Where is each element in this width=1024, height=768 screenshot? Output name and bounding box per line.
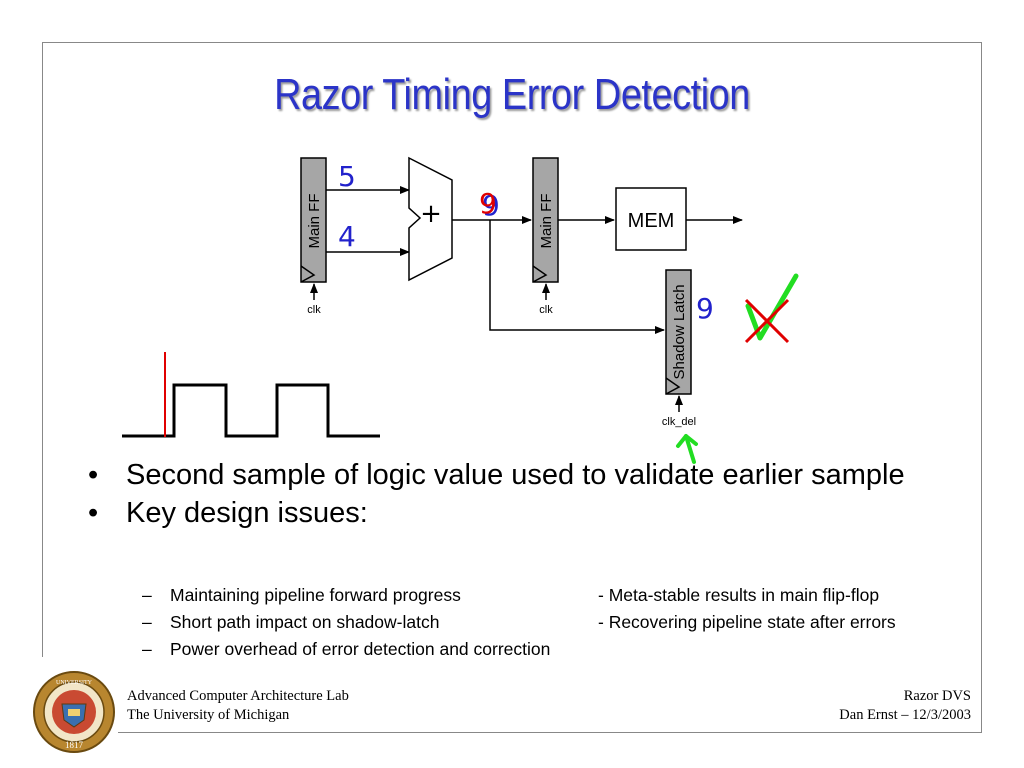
frame-left-line [42,42,43,657]
green-check-mark [745,273,799,341]
mem-block: MEM [615,187,687,251]
sub-item: –Maintaining pipeline forward progress [142,585,461,606]
frame-right-line [981,42,982,732]
bullet-list: • Second sample of logic value used to v… [88,460,948,528]
input-a-value: 5 [338,160,356,193]
bullet-text: Second sample of logic value used to val… [126,459,905,491]
university-seal-logo: UNIVERSITY 1817 [33,671,115,753]
footer-org-line1: Advanced Computer Architecture Lab [127,688,349,704]
sub-dash: – [142,639,152,659]
footer-right-line1: Razor DVS [903,688,971,704]
main-ff-left-label: Main FF [306,193,323,248]
shadow-latch-label: Shadow Latch [671,284,688,379]
green-arrow-icon [676,434,698,464]
bullet-item: • Key design issues: [88,498,948,528]
sub-item: –Power overhead of error detection and c… [142,639,550,660]
sub-dash: – [142,585,152,605]
sub-item-text: Power overhead of error detection and co… [170,639,551,659]
main-ff-right: Main FF [532,157,559,283]
clk-del-label: clk_del [662,416,696,428]
clk-right-label: clk [539,304,553,316]
clock-waveform [122,352,380,438]
adder-block: + [408,156,453,282]
shadow-latch: Shadow Latch [665,269,692,395]
bullet-text: Key design issues: [126,497,368,529]
sub-dash: – [142,612,152,632]
wire-to-shadow [489,220,665,334]
main-ff-left: Main FF [300,157,327,283]
red-x-mark [744,298,790,344]
shadow-value: 9 [696,292,714,325]
clk-left-label: clk [307,304,321,316]
sub-item-right: - Recovering pipeline state after errors [598,612,896,632]
sub-item: –Short path impact on shadow-latch [142,612,439,633]
svg-text:UNIVERSITY: UNIVERSITY [56,680,93,686]
bullet-dot: • [88,459,99,491]
sum-old-value: 9 [482,189,500,222]
footer-line [118,732,982,733]
main-ff-right-label: Main FF [538,193,555,248]
adder-symbol: + [420,199,442,229]
footer-right-line2: Dan Ernst – 12/3/2003 [839,707,971,723]
slide-title: Razor Timing Error Detection [274,70,750,119]
mem-label: MEM [628,210,675,232]
sub-item-right: - Meta-stable results in main flip-flop [598,585,880,605]
sum-new-value: 9 [479,187,497,220]
input-b-value: 4 [338,220,356,253]
footer-org-line2: The University of Michigan [127,707,290,723]
sub-item-text: Short path impact on shadow-latch [170,612,440,632]
bullet-item: • Second sample of logic value used to v… [88,460,948,490]
sub-item-text: Maintaining pipeline forward progress [170,585,461,605]
svg-text:1817: 1817 [65,740,84,750]
bullet-dot: • [88,497,99,529]
frame-top-line [42,42,982,43]
